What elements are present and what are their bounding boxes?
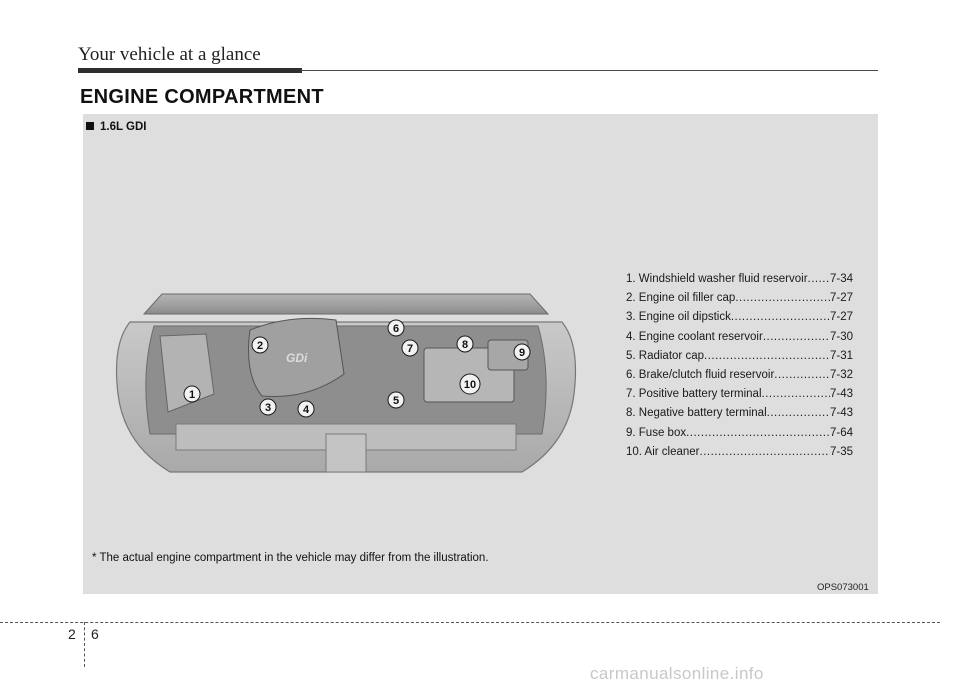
callout-6-badge (387, 319, 405, 337)
engine-cover-shape (248, 317, 345, 397)
legend-item: 8. Negative battery terminal 7-43 (626, 404, 853, 423)
legend-item-label: 10. Air cleaner (626, 445, 700, 458)
callout-3-badge (259, 398, 277, 416)
legend-item-label: 3. Engine oil dipstick (626, 311, 731, 324)
washer-reservoir-shape (159, 333, 215, 413)
legend-item-label: 5. Radiator cap (626, 349, 704, 362)
legend-item-page: 7-31 (829, 349, 853, 362)
figure-code: OPS073001 (817, 582, 869, 593)
legend-item-page: 7-43 (829, 388, 853, 401)
legend-item-page: 7-35 (829, 445, 853, 458)
callout-1-label: 1 (189, 389, 195, 401)
callout-7-badge (401, 339, 419, 357)
callout-6-label: 6 (393, 323, 399, 335)
legend-item-page: 7-32 (829, 369, 853, 382)
callout-2-badge (251, 336, 269, 354)
callout-10-badge (459, 373, 481, 395)
callout-2-label: 2 (257, 340, 263, 352)
callout-5-badge (387, 391, 405, 409)
callout-4-badge (297, 400, 315, 418)
legend-item-page: 7-34 (829, 273, 853, 285)
illustration-disclaimer: * The actual engine compartment in the v… (92, 552, 489, 564)
legend-item: 1. Windshield washer fluid reservoir 7-34 (626, 270, 853, 289)
footer-dashed-rule (0, 622, 940, 623)
chapter-number: 2 (68, 626, 76, 642)
header-rule-thin (300, 70, 878, 71)
legend-item-label: 8. Negative battery terminal (626, 407, 767, 420)
legend-item: 9. Fuse box 7-64 (626, 424, 853, 443)
callout-10-label: 10 (464, 379, 476, 391)
legend-item-label: 2. Engine oil filler cap (626, 292, 736, 305)
legend-item-label: 7. Positive battery terminal (626, 388, 762, 401)
legend-item-label: 6. Brake/clutch fluid reservoir (626, 369, 775, 382)
legend-item-page: 7-64 (829, 426, 853, 439)
hood-shape (142, 293, 550, 315)
legend-item: 5. Radiator cap 7-31 (626, 347, 853, 366)
legend-item-page: 7-27 (829, 311, 853, 324)
legend-item-page: 7-30 (829, 330, 853, 343)
engine-badge-text: GDi (286, 351, 308, 365)
callout-5-label: 5 (393, 395, 399, 407)
legend-item-label: 1. Windshield washer fluid reservoir (626, 273, 808, 285)
legend-item-label: 9. Fuse box (626, 426, 687, 439)
callout-8-label: 8 (462, 339, 468, 351)
engine-variant-label: 1.6L GDI (86, 121, 146, 133)
legend-item-page: 7-27 (829, 292, 853, 305)
component-legend: 1. Windshield washer fluid reservoir 7-34… (626, 270, 853, 462)
legend-item: 2. Engine oil filler cap 7-27 (626, 289, 853, 308)
legend-item-label: 4. Engine coolant reservoir (626, 330, 763, 343)
bumper-center-shape (325, 433, 367, 473)
legend-item: 7. Positive battery terminal 7-43 (626, 385, 853, 404)
footer-dashed-divider (84, 622, 85, 667)
callout-9-label: 9 (519, 347, 525, 359)
legend-item: 4. Engine coolant reservoir 7-30 (626, 328, 853, 347)
header-rule-thick (78, 68, 302, 73)
legend-item: 10. Air cleaner 7-35 (626, 443, 853, 462)
header-title: Your vehicle at a glance (78, 44, 261, 65)
section-title: ENGINE COMPARTMENT (80, 86, 324, 108)
engine-compartment-illustration: GDi 1 2 3 4 5 6 7 8 9 10 (115, 293, 577, 473)
page-number: 6 (91, 626, 99, 642)
callout-4-label: 4 (303, 404, 310, 416)
square-bullet-icon (86, 122, 94, 130)
callout-3-label: 3 (265, 402, 271, 414)
watermark-text: carmanualsonline.info (590, 664, 764, 683)
legend-item: 6. Brake/clutch fluid reservoir 7-32 (626, 366, 853, 385)
callout-9-badge (513, 343, 531, 361)
callout-1-badge (183, 385, 201, 403)
engine-variant-text: 1.6L GDI (100, 121, 147, 133)
legend-item: 3. Engine oil dipstick 7-27 (626, 308, 853, 327)
callout-7-label: 7 (407, 343, 413, 355)
legend-item-page: 7-43 (829, 407, 853, 420)
callout-8-badge (456, 335, 474, 353)
